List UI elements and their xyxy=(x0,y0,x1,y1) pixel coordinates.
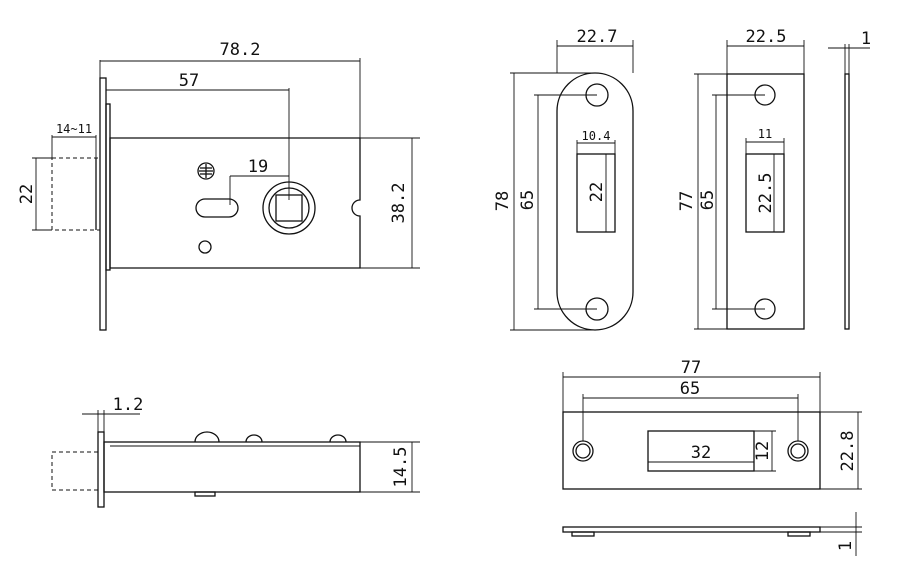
side-hub-top xyxy=(194,431,220,443)
plate-thickness-view: 1 xyxy=(828,29,871,330)
front-small-hole xyxy=(198,240,212,254)
dim-front-backset: 57 xyxy=(179,71,199,91)
strike-side-tab-right xyxy=(787,531,811,537)
dim-strike-height: 22.8 xyxy=(838,431,858,472)
front-body xyxy=(109,137,361,269)
dim-latch-height: 22 xyxy=(17,184,37,204)
strike-side-view: 1 xyxy=(562,512,862,556)
side-latch-bolt xyxy=(51,451,99,491)
round-faceplate-view: 22.7 78 65 10.4 22 xyxy=(493,27,634,331)
front-view: 78.2 57 19 38.2 14~11 22 xyxy=(17,40,420,331)
dim-latch-throw: 14~11 xyxy=(56,122,92,136)
dim-round-plate-width: 22.7 xyxy=(577,27,618,47)
front-slot xyxy=(195,198,239,218)
front-faceplate xyxy=(99,77,107,331)
dim-round-plate-height: 78 xyxy=(493,191,513,211)
round-plate-slot xyxy=(576,153,616,233)
dim-square-plate-hole-spacing: 65 xyxy=(698,190,718,210)
dim-round-plate-slot-width: 10.4 xyxy=(582,129,611,143)
dim-strike-thickness: 1 xyxy=(836,541,856,551)
dim-plate-thickness: 1 xyxy=(861,29,871,49)
screw-icon xyxy=(197,162,215,180)
dim-square-plate-slot-height: 22.5 xyxy=(756,173,776,214)
dim-front-spindle-offset: 19 xyxy=(248,157,268,177)
dim-strike-slot-height: 12 xyxy=(753,441,773,461)
side-boss-2 xyxy=(329,434,347,443)
dim-square-plate-height: 77 xyxy=(677,191,697,211)
square-plate-slot xyxy=(745,153,785,233)
dim-square-plate-slot-width: 11 xyxy=(758,127,772,141)
dim-strike-length: 77 xyxy=(681,358,701,378)
strike-plate-outline xyxy=(562,411,821,490)
side-boss-1 xyxy=(245,434,263,443)
dim-front-height: 38.2 xyxy=(389,183,409,224)
latch-bolt xyxy=(51,157,101,231)
dim-side-faceplate-thickness: 1.2 xyxy=(113,395,144,415)
side-faceplate xyxy=(97,431,105,508)
strike-side-tab-left xyxy=(571,531,595,537)
dim-square-plate-width: 22.5 xyxy=(746,27,787,47)
dim-strike-slot-length: 32 xyxy=(691,443,711,463)
plate-side-profile xyxy=(844,73,850,330)
strike-slot xyxy=(647,430,755,472)
dim-front-overall-length: 78.2 xyxy=(220,40,261,60)
square-faceplate-view: 22.5 77 65 11 22.5 xyxy=(677,27,805,330)
dim-strike-hole-spacing: 65 xyxy=(680,379,700,399)
side-hub-bottom xyxy=(194,491,216,497)
side-body xyxy=(103,441,361,493)
square-plate-outline xyxy=(726,73,805,330)
strike-plate-view: 77 65 32 12 22.8 xyxy=(562,358,862,490)
dim-side-body-thickness: 14.5 xyxy=(391,447,411,488)
dim-round-plate-slot-height: 22 xyxy=(587,182,607,202)
strike-side-profile xyxy=(562,526,821,533)
dim-round-plate-hole-spacing: 65 xyxy=(518,190,538,210)
side-view: 1.2 14.5 xyxy=(51,395,420,508)
